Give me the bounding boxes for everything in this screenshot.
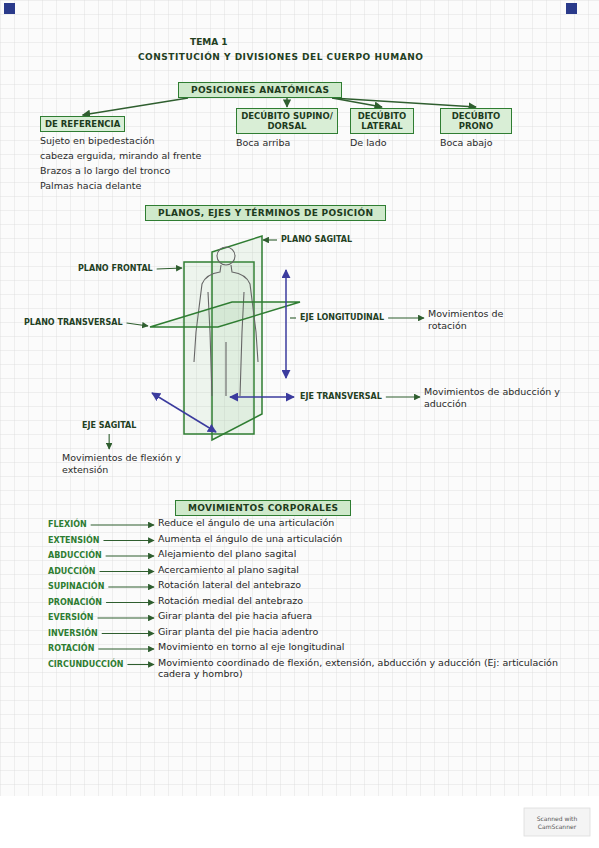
axis-note: Movimientos de abducción y aducción	[424, 386, 574, 410]
movement-term: ABDUCCIÓN	[48, 551, 102, 561]
leader-arrow	[386, 396, 420, 397]
movement-term: SUPINACIÓN	[48, 582, 104, 592]
connector-arrow	[83, 98, 188, 115]
movement-definition: Girar planta del pie hacia adentro	[158, 626, 318, 638]
movement-definition: Aumenta el ángulo de una articulación	[158, 533, 342, 545]
movement-definition: Movimiento en torno al eje longitudinal	[158, 641, 344, 653]
axis-label: EJE TRANSVERSAL	[300, 392, 382, 402]
page-title: CONSTITUCIÓN Y DIVISIONES DEL CUERPO HUM…	[138, 52, 423, 62]
definition-arrow	[98, 617, 154, 618]
figure-body	[194, 265, 258, 396]
leader-arrow	[388, 317, 424, 318]
leader-line	[127, 323, 148, 326]
sagittal-axis	[152, 393, 216, 432]
definition-arrow	[100, 571, 154, 572]
movement-term: EXTENSIÓN	[48, 536, 99, 546]
movement-term: EVERSIÓN	[48, 613, 94, 623]
movement-term: ADUCCIÓN	[48, 567, 96, 577]
connector-arrow	[332, 98, 476, 107]
box-heading: POSICIONES ANATÓMICAS	[191, 85, 329, 95]
box-body-text: Palmas hacia delante	[40, 179, 201, 192]
plane-label: PLANO TRANSVERSAL	[24, 318, 123, 328]
axis-note: Movimientos de rotación	[428, 308, 523, 332]
movement-definition: Rotación lateral del antebrazo	[158, 579, 301, 591]
section-heading-box: POSICIONES ANATÓMICAS	[178, 82, 342, 98]
leader-line	[290, 317, 296, 318]
watermark-badge	[524, 808, 590, 836]
topic-number: TEMA 1	[190, 37, 228, 48]
watermark: Scanned with CamScanner	[526, 815, 588, 830]
transverse-axis	[230, 396, 294, 398]
movement-term: CIRCUNDUCCIÓN	[48, 660, 123, 670]
movement-definition: Reduce el ángulo de una articulación	[158, 517, 334, 529]
movement-definition: Girar planta del pie hacia afuera	[158, 610, 312, 622]
movement-term: ROTACIÓN	[48, 644, 94, 654]
box-body-text: Brazos a lo largo del tronco	[40, 164, 201, 177]
movement-term: FLEXIÓN	[48, 520, 87, 530]
section-heading-box: PLANOS, EJES Y TÉRMINOS DE POSICIÓN	[145, 205, 386, 221]
paper-ground	[0, 0, 599, 796]
grid-lines	[0, 0, 599, 796]
section-heading-box: MOVIMIENTOS CORPORALES	[175, 500, 351, 516]
definition-arrow	[106, 602, 154, 603]
box-heading: MOVIMIENTOS CORPORALES	[188, 503, 338, 513]
figure-head	[217, 247, 235, 265]
leader-line	[263, 239, 277, 240]
movement-term: PRONACIÓN	[48, 598, 102, 608]
definition-arrow	[106, 555, 154, 556]
position-box: DECÚBITO SUPINO/ DORSAL Boca arriba	[236, 108, 338, 149]
corner-mark	[4, 3, 15, 14]
box-body-text: Sujeto en bipedestación	[40, 134, 201, 147]
box-heading: DECÚBITO PRONO	[440, 108, 512, 134]
box-heading: PLANOS, EJES Y TÉRMINOS DE POSICIÓN	[158, 208, 373, 218]
position-box: DECÚBITO PRONO Boca abajo	[440, 108, 512, 149]
movement-definition: Movimiento coordinado de flexión, extens…	[158, 657, 578, 681]
leader-line	[157, 268, 182, 269]
definition-arrow	[91, 524, 154, 525]
box-body-text: Boca arriba	[236, 136, 338, 149]
definition-arrow	[127, 664, 154, 665]
movement-definition: Alejamiento del plano sagital	[158, 548, 296, 560]
axis-note: Movimientos de flexión y extensión	[62, 452, 192, 476]
axis-label: EJE SAGITAL	[82, 421, 136, 431]
box-heading: DE REFERENCIA	[40, 116, 125, 132]
definition-arrow	[102, 633, 154, 634]
movement-definition: Acercamiento al plano sagital	[158, 564, 299, 576]
sagittal-plane	[212, 236, 262, 440]
box-body-text: De lado	[350, 136, 414, 149]
leader-arrow	[109, 434, 110, 449]
plane-label: PLANO FRONTAL	[78, 264, 153, 274]
axis-label: EJE LONGITUDINAL	[300, 313, 384, 323]
definition-arrow	[103, 540, 154, 541]
box-heading: DECÚBITO LATERAL	[350, 108, 414, 134]
position-box: DE REFERENCIA Sujeto en bipedestación cabe…	[40, 112, 201, 192]
longitudinal-axis	[285, 270, 287, 378]
definition-arrow	[108, 586, 154, 587]
box-body-text: cabeza erguida, mirando al frente	[40, 149, 201, 162]
position-box: DECÚBITO LATERAL De lado	[350, 108, 414, 149]
box-heading: DECÚBITO SUPINO/ DORSAL	[236, 108, 338, 134]
connector-arrow	[286, 98, 287, 107]
definition-arrow	[98, 648, 154, 649]
plane-label: PLANO SAGITAL	[281, 235, 352, 245]
corner-mark	[566, 3, 577, 14]
box-body-text: Boca abajo	[440, 136, 512, 149]
movement-definition: Rotación medial del antebrazo	[158, 595, 303, 607]
movement-term: INVERSIÓN	[48, 629, 98, 639]
transverse-plane	[150, 302, 300, 327]
